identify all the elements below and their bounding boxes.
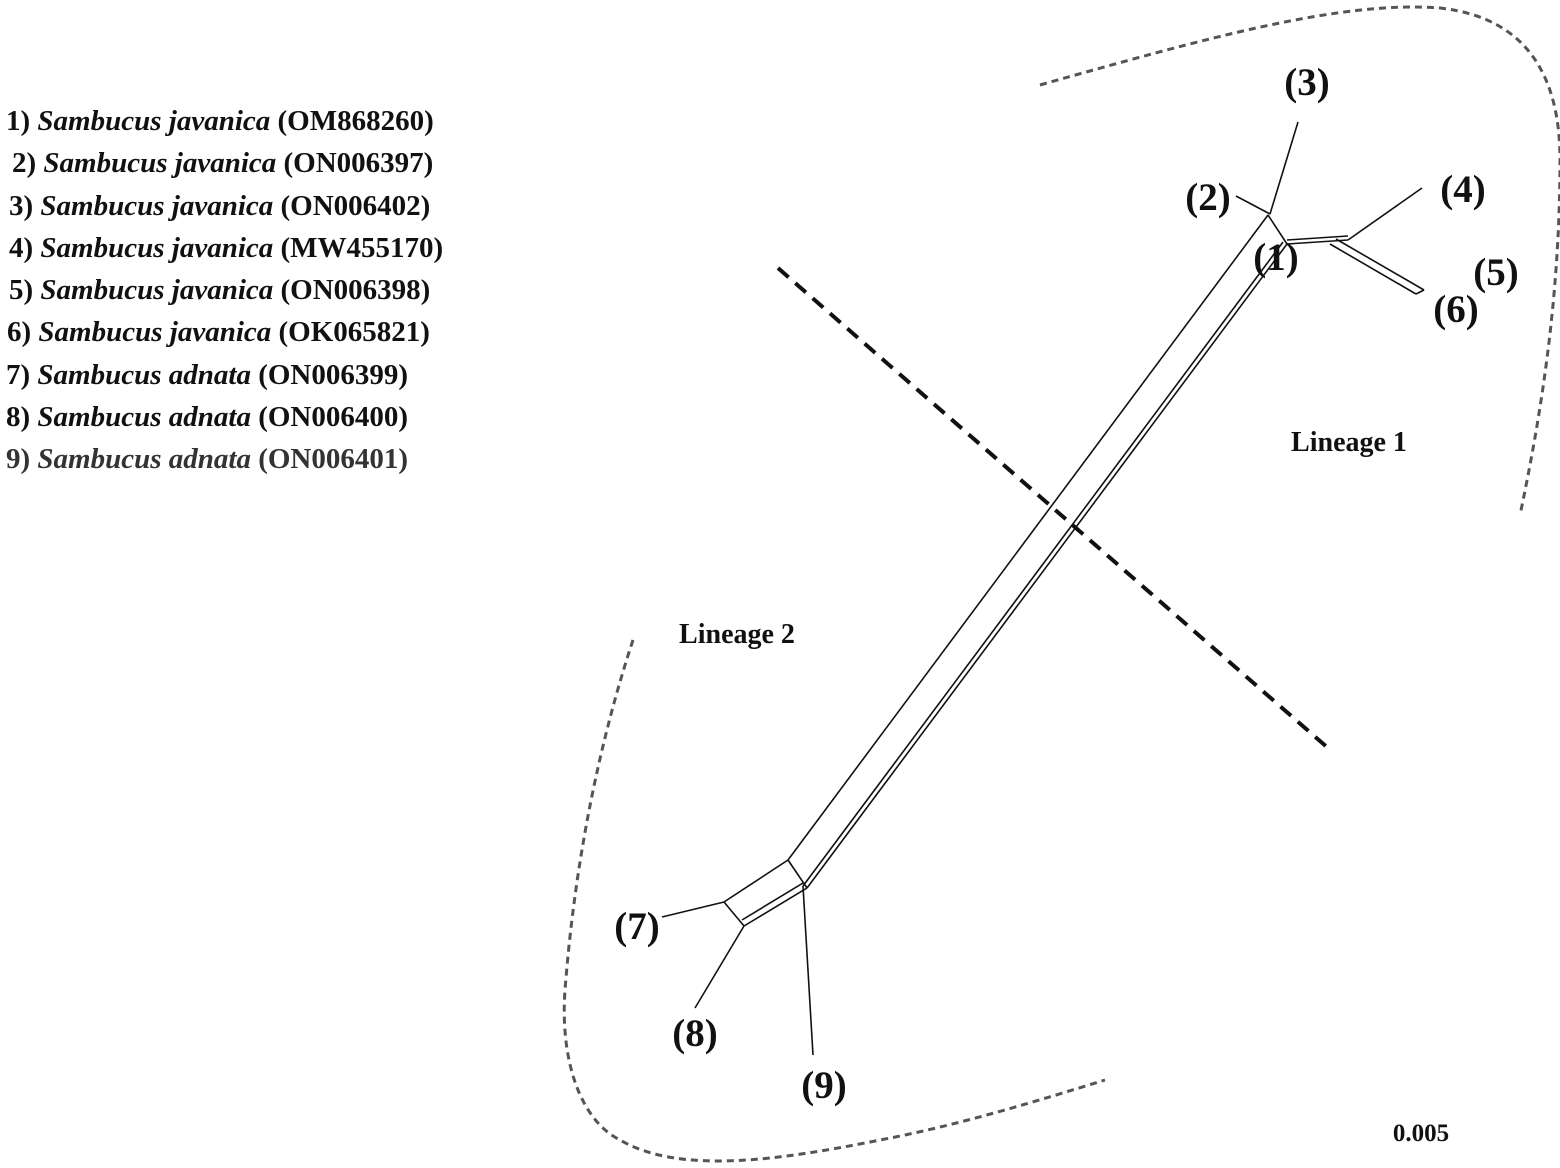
legend-entry-6: 6) Sambucus javanica (OK065821) — [6, 311, 546, 353]
legend-species: Sambucus adnata — [37, 358, 251, 391]
legend-number: 8) — [6, 401, 31, 434]
legend-entry-3: 3) Sambucus javanica (ON006402) — [6, 185, 546, 227]
legend-entry-8: 8) Sambucus adnata (ON006400) — [6, 396, 546, 438]
tip-label-5: (5) — [1473, 251, 1518, 294]
legend-accession: (OM868260) — [277, 105, 434, 137]
legend-species: Sambucus javanica — [40, 274, 274, 307]
tip-label-4: (4) — [1440, 168, 1485, 211]
legend-number: 5) — [9, 274, 34, 307]
tip-label-9: (9) — [801, 1064, 846, 1107]
legend-species: Sambucus javanica — [38, 316, 272, 349]
central-split-edges — [787, 214, 1288, 889]
legend-entry-2: 2) Sambucus javanica (ON006397) — [6, 142, 546, 184]
legend-number: 6) — [7, 316, 32, 349]
scale-bar-label: 0.005 — [1393, 1120, 1449, 1147]
legend-accession: (ON006401) — [258, 443, 409, 476]
legend-entry-4: 4) Sambucus javanica (MW455170) — [6, 227, 546, 269]
legend-number: 2) — [12, 147, 37, 180]
legend-accession: (ON006402) — [280, 189, 431, 222]
tip-label-1: (1) — [1253, 236, 1298, 279]
legend-number: 4) — [9, 231, 34, 264]
tip-label-8: (8) — [672, 1012, 717, 1055]
tip-label-2: (2) — [1185, 176, 1230, 219]
legend-number: 1) — [6, 105, 31, 137]
legend-accession: (ON006399) — [258, 358, 409, 391]
lineage-1-label: Lineage 1 — [1291, 427, 1407, 458]
legend-accession: (ON006398) — [280, 274, 431, 307]
legend-species: Sambucus javanica — [40, 231, 274, 264]
lineage-divider-line — [776, 266, 1330, 750]
legend-accession: (OK065821) — [278, 316, 430, 349]
legend-accession: (ON006397) — [283, 147, 434, 180]
lineage-2-label: Lineage 2 — [679, 619, 795, 650]
lineage-1-edges — [1235, 121, 1425, 295]
lineage-2-edges — [661, 859, 814, 1056]
legend-accession: (ON006400) — [258, 401, 409, 434]
lineage-1-boundary — [1039, 5, 1560, 516]
taxa-legend: 1) Sambucus javanica (OM868260) 2) Sambu… — [6, 100, 546, 481]
legend-species: Sambucus javanica — [37, 105, 271, 137]
legend-number: 3) — [9, 189, 34, 222]
legend-entry-1: 1) Sambucus javanica (OM868260) — [6, 100, 546, 142]
legend-species: Sambucus javanica — [43, 147, 277, 180]
legend-entry-5: 5) Sambucus javanica (ON006398) — [6, 269, 546, 311]
legend-number: 7) — [6, 358, 31, 391]
tip-label-6: (6) — [1433, 288, 1478, 331]
tip-label-3: (3) — [1284, 61, 1329, 104]
legend-species: Sambucus javanica — [40, 189, 274, 222]
legend-accession: (MW455170) — [280, 231, 444, 264]
lineage-2-boundary — [562, 639, 1106, 1163]
legend-entry-7: 7) Sambucus adnata (ON006399) — [6, 354, 546, 396]
legend-species: Sambucus adnata — [37, 401, 251, 434]
legend-species: Sambucus adnata — [37, 443, 251, 476]
tip-label-7: (7) — [614, 905, 659, 948]
legend-entry-9: 9) Sambucus adnata (ON006401) — [6, 438, 546, 480]
legend-number: 9) — [6, 443, 31, 476]
